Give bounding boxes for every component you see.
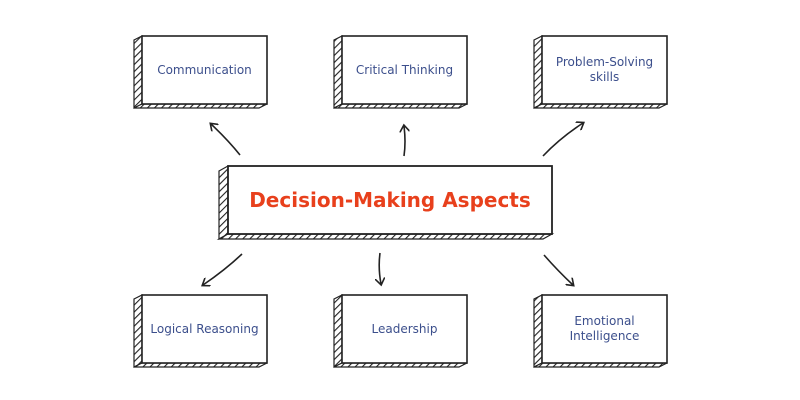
node-box-logical-reasoning	[133, 294, 268, 368]
node-box-communication	[133, 35, 268, 109]
node-box-critical-thinking	[333, 35, 468, 109]
arrow-to-leadership	[379, 252, 381, 284]
arrow-to-communication	[211, 124, 241, 156]
center-box	[216, 164, 555, 241]
node-box-problem-solving	[533, 35, 668, 109]
node-box-leadership	[333, 294, 468, 368]
arrow-to-logical-reasoning	[203, 253, 243, 285]
node-box-emotional-intelligence	[533, 294, 668, 368]
arrow-to-emotional-intelligence	[543, 254, 573, 285]
arrow-to-problem-solving	[542, 123, 583, 157]
arrow-to-critical-thinking	[404, 126, 405, 157]
